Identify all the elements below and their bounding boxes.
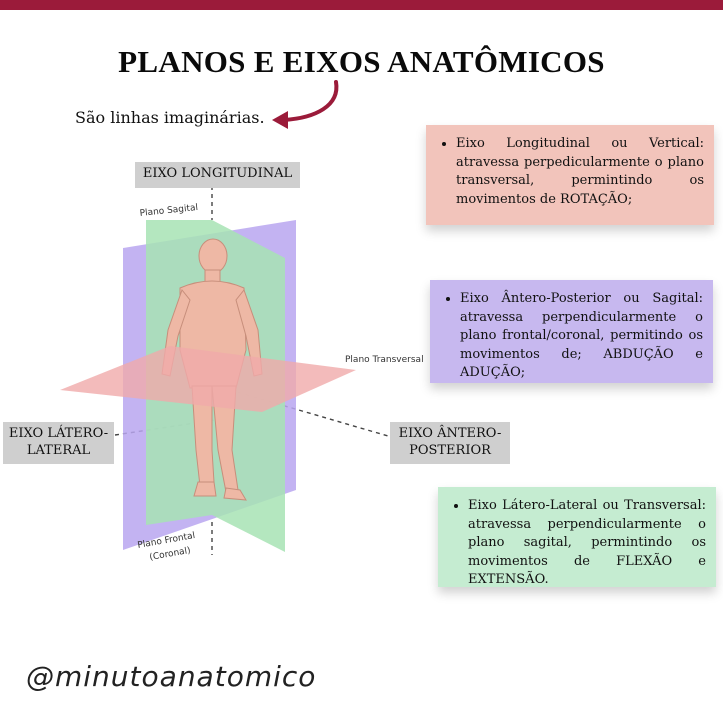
anatomical-planes-figure: Plano Sagital Plano Transversal Plano Fr… [60,186,424,563]
top-accent-bar [0,0,723,10]
axis-label-antero-posterior: EIXO ÂNTERO- POSTERIOR [390,422,510,464]
axis-label-longitudinal: EIXO LONGITUDINAL [135,162,300,188]
author-handle: @minutoanatomico [26,660,317,693]
page-title: PLANOS E EIXOS ANATÔMICOS [118,44,605,79]
subtitle: São linhas imaginárias. [75,108,265,127]
card-longitudinal-axis: Eixo Longitudinal ou Vertical: atravessa… [426,125,714,225]
plane-transverse-label: Plano Transversal [345,355,424,365]
plane-sagittal-label: Plano Sagital [139,203,198,219]
curved-arrow-icon [272,80,339,129]
card-text: Eixo Ântero-Posterior ou Sagital: atrave… [460,290,703,383]
axis-label-latero-lateral: EIXO LÁTERO- LATERAL [3,422,114,464]
transverse-plane [60,346,356,412]
card-text: Eixo Látero-Lateral ou Transversal: atra… [468,497,706,590]
card-latero-lateral-axis: Eixo Látero-Lateral ou Transversal: atra… [438,487,716,587]
plane-frontal-sublabel: (Coronal) [149,546,192,563]
card-text: Eixo Longitudinal ou Vertical: atravessa… [456,135,704,209]
card-antero-posterior-axis: Eixo Ântero-Posterior ou Sagital: atrave… [430,280,713,383]
